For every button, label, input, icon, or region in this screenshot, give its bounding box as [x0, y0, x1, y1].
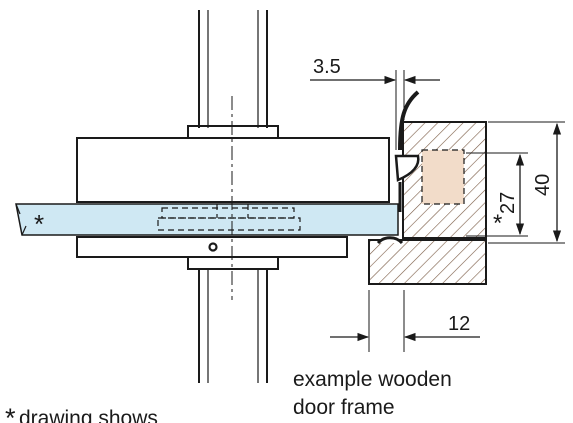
dimension-height-total: 40: [532, 174, 554, 196]
frame-caption-line2: door frame: [293, 396, 395, 419]
footnote-star: *: [5, 403, 16, 423]
dimension-height-inner: 27: [497, 192, 519, 214]
dimension-width-frame: 12: [448, 313, 470, 335]
set-screw-icon: [208, 242, 218, 252]
glass-marker-star: *: [34, 209, 44, 239]
seal-profile: [376, 90, 420, 245]
inner-dimension-star: *: [493, 210, 502, 237]
hidden-clamp-parts: [157, 204, 301, 231]
upper-clamp-body: [76, 137, 390, 203]
wooden-frame-lower: [368, 239, 487, 285]
top-collar: [187, 125, 279, 139]
upper-pivot-shaft: [198, 10, 268, 128]
lower-pivot-shaft: [198, 270, 268, 383]
frame-recess: [421, 149, 465, 205]
frame-caption-line1: example wooden: [293, 368, 452, 391]
footnote-text: drawing shows: [19, 407, 158, 423]
dimension-gap: 3.5: [313, 56, 341, 78]
dimension-lines: [310, 75, 562, 342]
bottom-collar: [187, 256, 279, 270]
glass-pane: [15, 203, 399, 236]
